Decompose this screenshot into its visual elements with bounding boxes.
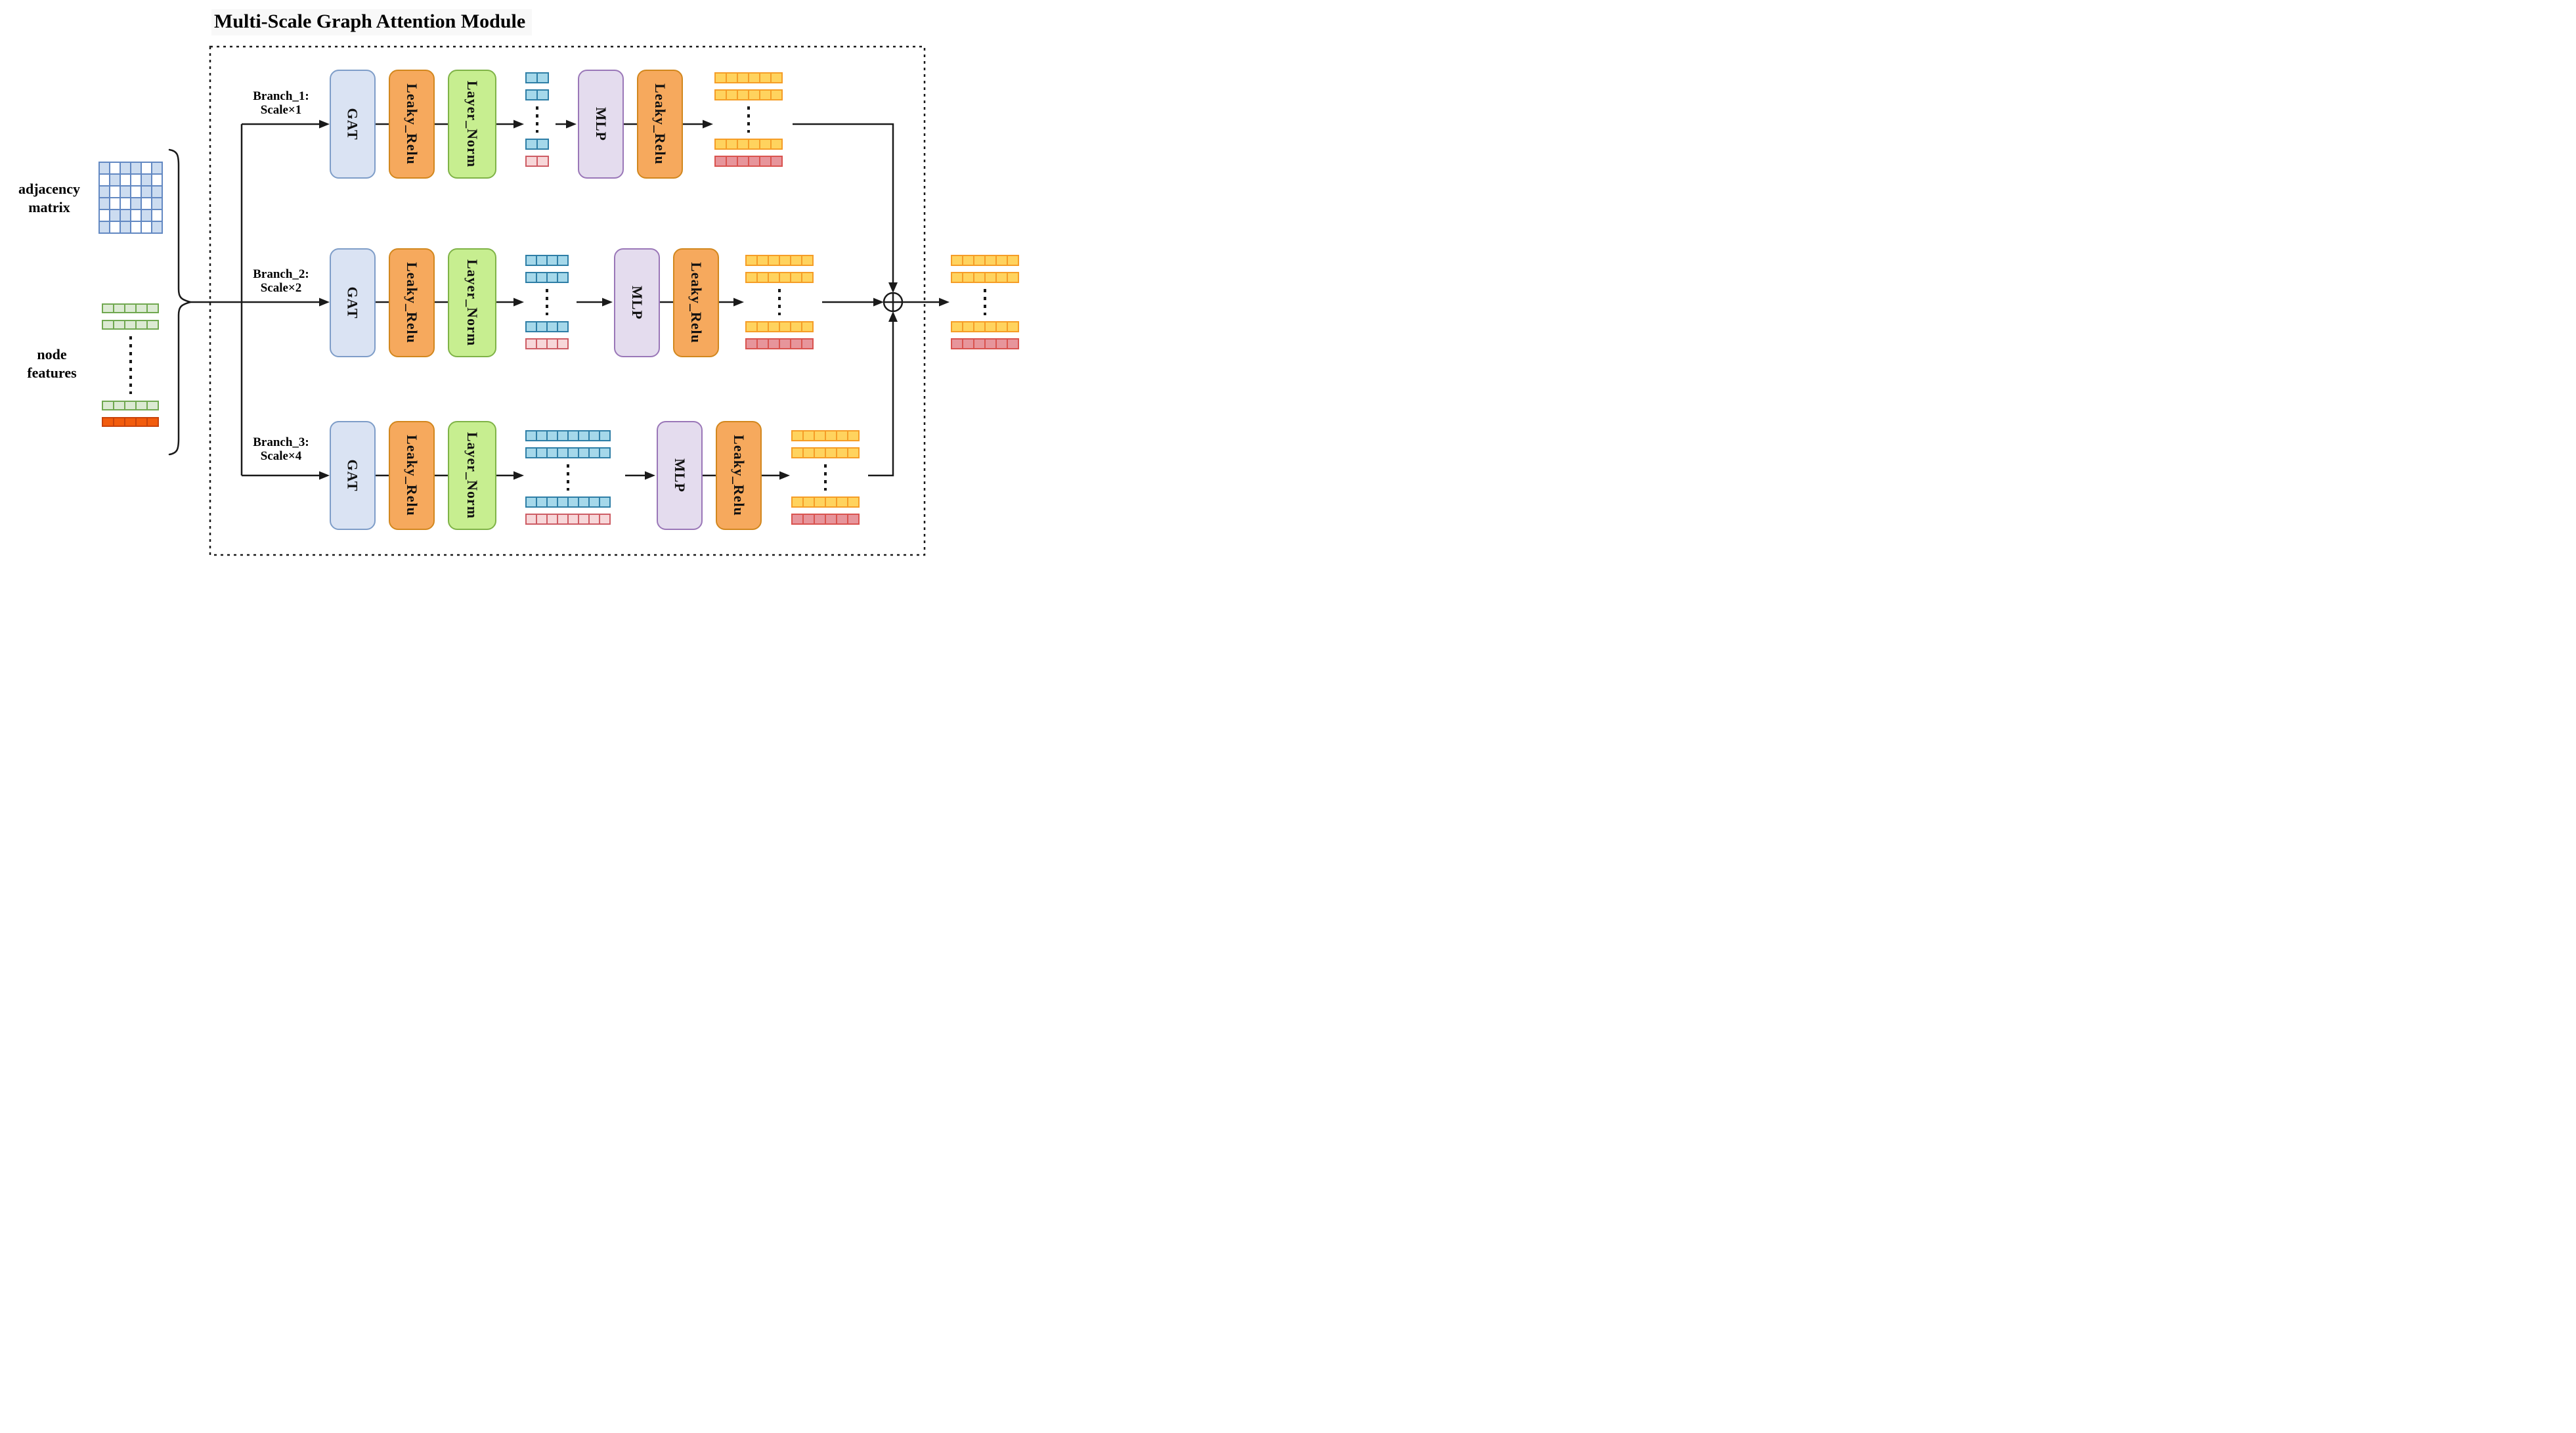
branch3-label: Branch_3: Scale×4 bbox=[253, 435, 309, 463]
arrow-into-gat-3 bbox=[319, 471, 330, 480]
module-dashed-border bbox=[209, 45, 926, 556]
vector-row bbox=[525, 321, 569, 332]
branch1-wires bbox=[376, 120, 898, 293]
branch2-leaky-relu2-box: Leaky_Relu bbox=[673, 248, 719, 357]
adjacency-row bbox=[98, 173, 163, 187]
arrow-to-output bbox=[939, 298, 950, 307]
vector-row bbox=[791, 447, 860, 458]
vector-row bbox=[525, 514, 611, 525]
node-label-line2: features bbox=[27, 364, 77, 381]
branch2-mlp-box: MLP bbox=[614, 248, 660, 357]
vector-row bbox=[714, 72, 783, 83]
adjacency-matrix-label: adjacency matrix bbox=[3, 180, 96, 217]
adjacency-row bbox=[98, 197, 163, 210]
branch2-wires bbox=[376, 298, 884, 307]
branch3-hidden-stack bbox=[525, 430, 611, 525]
arrow-into-merge-bottom bbox=[888, 311, 898, 322]
ellipsis-dots bbox=[129, 336, 132, 394]
ellipsis-dots bbox=[984, 289, 986, 315]
branch3-mlp-box: MLP bbox=[657, 421, 703, 530]
adjacency-row bbox=[98, 185, 163, 198]
branch2-label: Branch_2: Scale×2 bbox=[253, 267, 309, 295]
vector-row bbox=[714, 139, 783, 150]
branch1-hidden-stack bbox=[525, 72, 549, 167]
ellipsis-dots bbox=[747, 106, 750, 133]
branch3-layer-norm-box: Layer_Norm bbox=[448, 421, 496, 530]
branch1-leaky-relu-box: Leaky_Relu bbox=[389, 70, 435, 179]
branch-split-lines bbox=[190, 120, 330, 480]
vector-row bbox=[525, 255, 569, 266]
adjacency-label-line1: adjacency bbox=[18, 181, 81, 197]
node-features-stack bbox=[102, 303, 159, 427]
multi-scale-graph-attention-diagram: Multi-Scale Graph Attention Module adjac… bbox=[0, 0, 1030, 573]
branch1-leaky-relu2-box: Leaky_Relu bbox=[637, 70, 683, 179]
branch1-layer-norm-box: Layer_Norm bbox=[448, 70, 496, 179]
output-wire bbox=[902, 298, 950, 307]
arrow-into-gat-2 bbox=[319, 298, 330, 307]
vector-row bbox=[525, 338, 569, 349]
node-label-line1: node bbox=[37, 346, 67, 363]
adjacency-row bbox=[98, 162, 163, 175]
vector-row bbox=[102, 320, 159, 330]
vector-row bbox=[102, 401, 159, 410]
vector-row bbox=[714, 89, 783, 100]
vector-row bbox=[102, 417, 159, 427]
branch3-leaky-relu2-box: Leaky_Relu bbox=[716, 421, 762, 530]
arrow-into-gat-1 bbox=[319, 120, 330, 129]
vector-row bbox=[951, 272, 1019, 283]
vector-row bbox=[525, 272, 569, 283]
branch2-output-stack bbox=[745, 255, 814, 349]
vector-row bbox=[951, 255, 1019, 266]
branch2-gat-box: GAT bbox=[330, 248, 376, 357]
ellipsis-dots bbox=[536, 106, 538, 133]
vector-row bbox=[745, 321, 814, 332]
branch3-gat-box: GAT bbox=[330, 421, 376, 530]
branch3-wires bbox=[376, 311, 898, 480]
ellipsis-dots bbox=[778, 289, 781, 315]
input-brace bbox=[168, 148, 194, 456]
vector-row bbox=[951, 338, 1019, 349]
diagram-wires bbox=[168, 45, 950, 556]
ellipsis-dots bbox=[567, 464, 569, 491]
branch3-output-stack bbox=[791, 430, 860, 525]
branch3-leaky-relu-box: Leaky_Relu bbox=[389, 421, 435, 530]
branch1-output-stack bbox=[714, 72, 783, 167]
ellipsis-dots bbox=[546, 289, 548, 315]
merge-node bbox=[883, 292, 904, 313]
vector-row bbox=[525, 156, 549, 167]
diagram-title: Multi-Scale Graph Attention Module bbox=[211, 9, 533, 35]
adjacency-row bbox=[98, 221, 163, 234]
arrow-into-merge-top bbox=[888, 282, 898, 293]
arrow-into-merge-left bbox=[873, 298, 884, 307]
ellipsis-dots bbox=[824, 464, 827, 491]
vector-row bbox=[714, 156, 783, 167]
vector-row bbox=[525, 72, 549, 83]
branch1-gat-box: GAT bbox=[330, 70, 376, 179]
vector-row bbox=[951, 321, 1019, 332]
vector-row bbox=[525, 430, 611, 441]
vector-row bbox=[745, 272, 814, 283]
branch2-hidden-stack bbox=[525, 255, 569, 349]
node-features-label: node features bbox=[5, 345, 98, 382]
vector-row bbox=[745, 338, 814, 349]
vector-row bbox=[525, 447, 611, 458]
branch1-label: Branch_1: Scale×1 bbox=[253, 89, 309, 117]
adjacency-row bbox=[98, 209, 163, 222]
branch2-layer-norm-box: Layer_Norm bbox=[448, 248, 496, 357]
vector-row bbox=[525, 89, 549, 100]
branch1-mlp-box: MLP bbox=[578, 70, 624, 179]
adjacency-matrix bbox=[98, 162, 163, 234]
vector-row bbox=[525, 496, 611, 508]
adjacency-label-line2: matrix bbox=[28, 199, 70, 215]
fused-output-stack bbox=[951, 255, 1019, 349]
vector-row bbox=[791, 496, 860, 508]
branch2-leaky-relu-box: Leaky_Relu bbox=[389, 248, 435, 357]
vector-row bbox=[791, 514, 860, 525]
vector-row bbox=[791, 430, 860, 441]
vector-row bbox=[525, 139, 549, 150]
vector-row bbox=[102, 303, 159, 313]
vector-row bbox=[745, 255, 814, 266]
